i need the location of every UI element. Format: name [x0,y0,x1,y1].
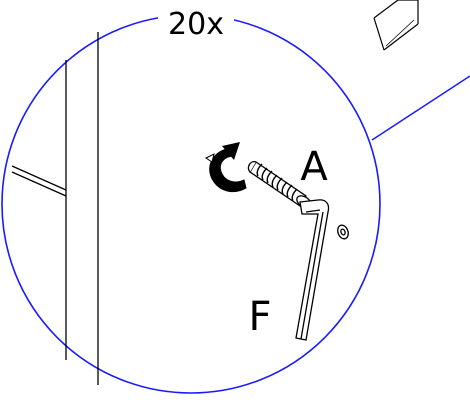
callout-leader-line [371,75,470,141]
clockwise-arrow-icon [205,142,247,193]
part-label-a: A [300,144,328,190]
hex-key-icon [295,199,330,341]
panel-edges [11,32,99,385]
overview-panel [373,0,419,51]
washer-icon [337,224,349,240]
part-label-f: F [248,294,271,340]
quantity-label-gap [158,8,234,38]
quantity-label: 20x [168,7,224,42]
